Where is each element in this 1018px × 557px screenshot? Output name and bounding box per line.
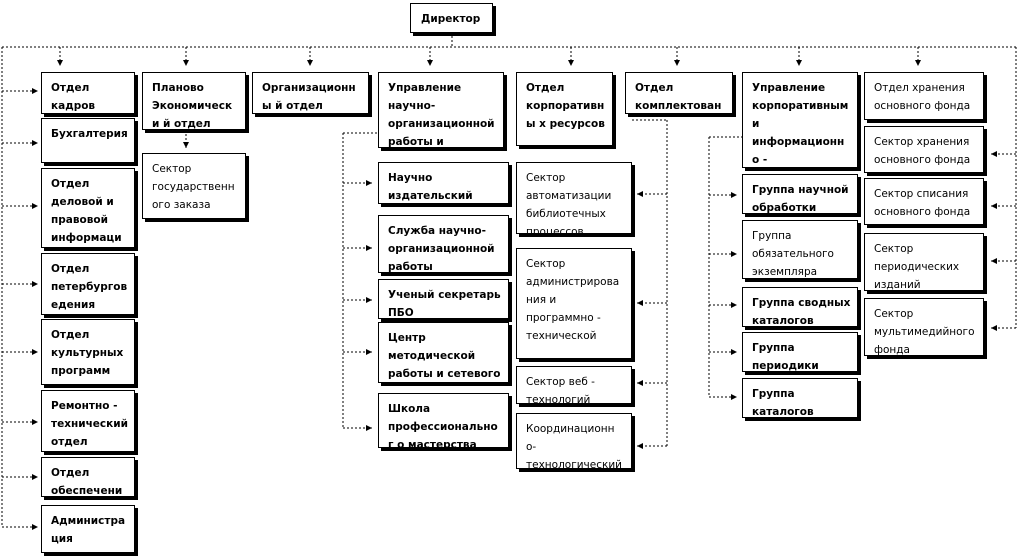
col8-box-3: Сектор списания основного фонда — [864, 178, 984, 225]
col8-box-2: Сектор хранения основного фонда — [864, 126, 984, 173]
col8-label-1: Отдел хранения основного фонда — [874, 82, 971, 112]
col3-head-label: Организационны й отдел — [262, 82, 356, 112]
col7-sub-box-5: Группа каталогов — [742, 378, 858, 418]
col7-sub-label-5: Группа каталогов — [752, 388, 814, 418]
director-label: Директор — [421, 13, 481, 25]
col7-sub-box-4: Группа периодики — [742, 332, 858, 372]
col1-box-8: Администра ция — [41, 505, 135, 553]
col4-sub-label-4: Центр методической работы и сетевого — [388, 332, 501, 380]
col4-sub-label-1: Научно издательский — [388, 172, 473, 202]
col5-head-box: Отдел корпоративны х ресурсов — [516, 72, 613, 146]
col5-sub-label-1: Сектор автоматизации библиотечных процес… — [526, 172, 612, 234]
col5-sub-label-3: Сектор веб - технологий — [526, 376, 595, 404]
col8-label-4: Сектор периодических изданий — [874, 243, 960, 291]
col7-sub-label-1: Группа научной обработки — [752, 184, 849, 214]
col7-head-box: Управление корпоративным и информационно… — [742, 72, 858, 168]
col7-sub-box-2: Группа обязательного экземпляра — [742, 220, 858, 279]
col5-sub-label-4: Координационн о-технологический — [526, 423, 622, 469]
col6-head-box: Отдел комплектования — [625, 72, 733, 114]
col1-label-8: Администра ция — [51, 515, 126, 545]
col7-sub-box-1: Группа научной обработки — [742, 174, 858, 214]
col2-head-box: Планово Экономически й отдел — [142, 72, 246, 130]
col1-label-5: Отдел культурных программ — [51, 329, 124, 377]
col8-box-1: Отдел хранения основного фонда — [864, 72, 984, 120]
col1-label-2: Бухгалтерия — [51, 128, 128, 140]
col7-head-label: Управление корпоративным и информационно… — [752, 82, 849, 166]
col6-head-label: Отдел комплектования — [635, 82, 722, 112]
col4-sub-label-5: Школа профессиональног о мастерства — [388, 403, 498, 448]
col1-box-7: Отдел обеспечени — [41, 457, 135, 497]
col1-box-1: Отдел кадров — [41, 72, 135, 114]
col3-head-box: Организационны й отдел — [252, 72, 369, 114]
col7-sub-label-4: Группа периодики — [752, 342, 819, 372]
col4-sub-box-3: Ученый секретарь ПБО — [378, 279, 509, 319]
col5-sub-label-2: Сектор администрирова ния и программно -… — [526, 258, 620, 342]
col8-label-2: Сектор хранения основного фонда — [874, 136, 971, 166]
col1-box-5: Отдел культурных программ — [41, 319, 135, 385]
col1-box-6: Ремонтно - технический отдел — [41, 390, 135, 452]
col8-label-3: Сектор списания основного фонда — [874, 188, 971, 218]
col4-sub-box-2: Служба научно-организационной работы — [378, 215, 509, 273]
col7-sub-box-3: Группа сводных каталогов — [742, 287, 858, 327]
col7-sub-label-2: Группа обязательного экземпляра — [752, 230, 834, 278]
col1-box-3: Отдел деловой и правовой информации — [41, 168, 135, 248]
col1-box-4: Отдел петербургов едения — [41, 253, 135, 315]
col4-sub-label-2: Служба научно-организационной работы — [388, 225, 495, 273]
col2-head-label: Планово Экономически й отдел — [152, 82, 233, 130]
col7-sub-label-3: Группа сводных каталогов — [752, 297, 851, 327]
col4-head-box: Управление научно-организационной работы… — [378, 72, 504, 148]
col8-box-5: Сектор мультимедийного фонда — [864, 298, 984, 356]
col4-sub-box-1: Научно издательский — [378, 162, 509, 204]
col1-label-7: Отдел обеспечени — [51, 467, 123, 497]
col5-sub-box-2: Сектор администрирова ния и программно -… — [516, 248, 632, 359]
col4-sub-label-3: Ученый секретарь ПБО — [388, 289, 501, 319]
col2-sub-label: Сектор государственн ого заказа — [152, 163, 235, 211]
col4-sub-box-4: Центр методической работы и сетевого — [378, 322, 509, 383]
col1-label-1: Отдел кадров — [51, 82, 96, 112]
col4-sub-box-5: Школа профессиональног о мастерства — [378, 393, 509, 448]
col5-sub-box-3: Сектор веб - технологий — [516, 366, 632, 404]
col2-sub-box: Сектор государственн ого заказа — [142, 153, 246, 219]
col1-label-6: Ремонтно - технический отдел — [51, 400, 128, 448]
col8-label-5: Сектор мультимедийного фонда — [874, 308, 975, 356]
col5-sub-box-1: Сектор автоматизации библиотечных процес… — [516, 162, 632, 234]
director-box: Директор — [410, 3, 493, 33]
col4-head-label: Управление научно-организационной работы… — [388, 82, 495, 148]
col1-box-2: Бухгалтерия — [41, 118, 135, 163]
col5-sub-box-4: Координационн о-технологический — [516, 413, 632, 469]
col8-box-4: Сектор периодических изданий — [864, 233, 984, 291]
col1-label-3: Отдел деловой и правовой информации — [51, 178, 122, 244]
col1-label-4: Отдел петербургов едения — [51, 263, 128, 311]
col5-head-label: Отдел корпоративны х ресурсов — [526, 82, 605, 130]
